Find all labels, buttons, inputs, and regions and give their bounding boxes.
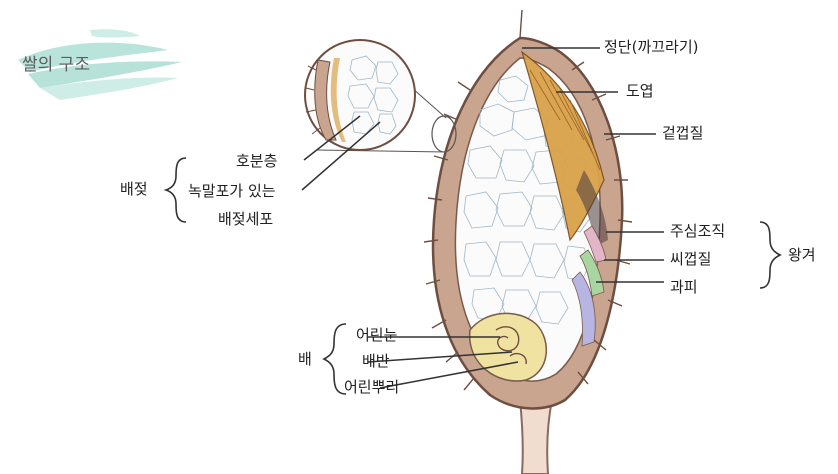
diagram-title: 쌀의 구조 <box>22 50 90 75</box>
label-plumule: 어린눈 <box>356 326 397 344</box>
label-seed-coat: 씨껍질 <box>670 250 711 268</box>
label-nucellus: 주심조직 <box>670 222 725 240</box>
label-lemma-palea: 도엽 <box>626 82 654 100</box>
brace-embryo <box>324 324 346 394</box>
label-group-bran: 왕겨 <box>788 246 816 264</box>
label-pericarp: 과피 <box>670 278 698 296</box>
label-endosperm-cells: 배젖세포 <box>218 210 273 228</box>
brace-endosperm <box>166 158 186 222</box>
brace-bran <box>760 222 780 288</box>
label-group-endosperm: 배젖 <box>120 180 148 198</box>
label-scutellum: 배반 <box>362 352 390 370</box>
label-apex: 정단(까끄라기) <box>604 38 699 56</box>
magnified-detail <box>305 40 456 152</box>
label-aleurone: 호분층 <box>236 152 277 170</box>
label-starch-cells: 녹말포가 있는 <box>188 182 276 200</box>
label-radicle: 어린뿌리 <box>344 378 399 396</box>
grain-stalk <box>520 400 552 474</box>
label-group-embryo: 배 <box>298 350 312 368</box>
label-hull: 겉껍질 <box>662 124 703 142</box>
